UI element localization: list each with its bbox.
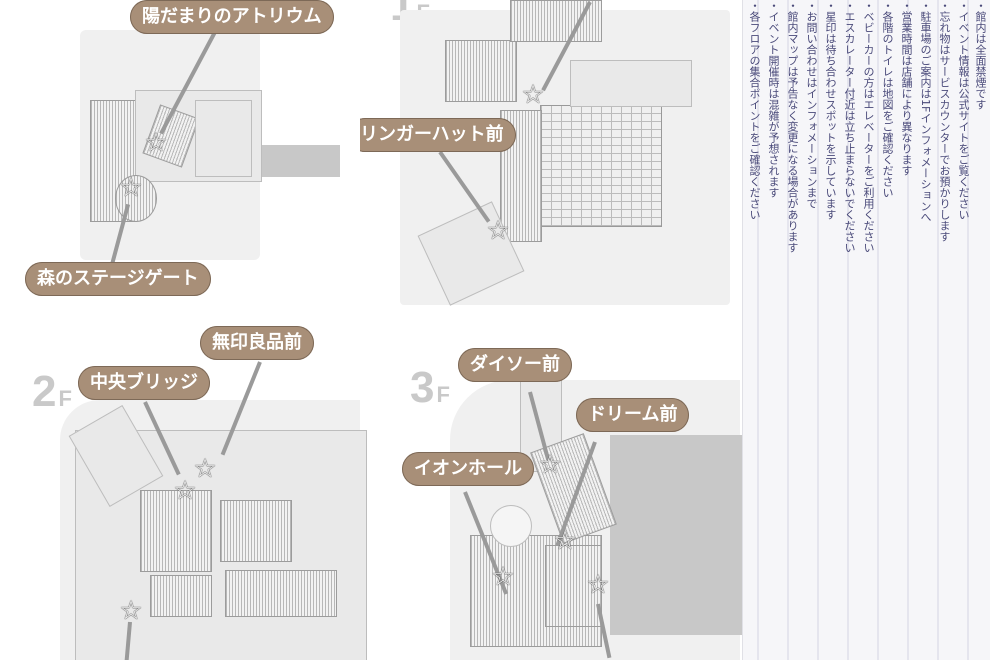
map-building-block xyxy=(262,145,340,177)
sidebar-text-column: ・星印は待ち合わせスポットを示しています xyxy=(824,0,837,220)
map-panel-3f: 3F ☆ ☆ ☆ ☆ ダイソー前 ドリーム前 イオンホール xyxy=(380,320,742,660)
map-building-block xyxy=(445,40,517,102)
sidebar-text-column: ・ベビーカーの方はエレベーターをご利用ください xyxy=(862,0,875,253)
spot-label-forest-gate[interactable]: 森のステージゲート xyxy=(25,262,211,296)
meeting-spot-star-icon[interactable]: ☆ xyxy=(491,562,515,592)
map-building-block xyxy=(195,100,252,177)
sidebar-text-column: ・イベント情報は公式サイトをご覧ください xyxy=(957,0,970,220)
meeting-spot-star-icon[interactable]: ☆ xyxy=(193,454,217,484)
meeting-spot-star-icon[interactable]: ☆ xyxy=(553,526,577,556)
map-building-block xyxy=(490,505,532,547)
info-sidebar: ・各フロアの集合ポイントをご確認ください ・イベント開催時は混雑が予想されます … xyxy=(742,0,990,660)
sidebar-text-column: ・館内マップは予告なく変更になる場合があります xyxy=(786,0,799,253)
spot-label-ringer-hut[interactable]: リンガーハット前 xyxy=(360,118,516,152)
spot-label-daiso[interactable]: ダイソー前 xyxy=(458,348,572,382)
map-building-block xyxy=(150,575,212,617)
spot-label-aeon-hall[interactable]: イオンホール xyxy=(402,452,534,486)
map-building-block xyxy=(220,500,292,562)
map-building-block xyxy=(540,105,662,227)
map-building-block xyxy=(140,490,212,572)
meeting-spot-star-icon[interactable]: ☆ xyxy=(119,173,143,203)
sidebar-text-column: ・イベント開催時は混雑が予想されます xyxy=(767,0,780,198)
map-building-block xyxy=(610,435,742,635)
map-panel-ground: ☆ ☆ 陽だまりのアトリウム 森のステージゲート xyxy=(0,0,360,320)
meeting-spot-star-icon[interactable]: ☆ xyxy=(144,128,168,158)
meeting-spot-star-icon[interactable]: ☆ xyxy=(486,216,510,246)
map-building-block xyxy=(225,570,337,617)
meeting-spot-star-icon[interactable]: ☆ xyxy=(173,476,197,506)
floor-label-2f: 2F xyxy=(32,367,72,416)
sidebar-text-column: ・お問い合わせはインフォメーションまで xyxy=(805,0,818,209)
sidebar-text-column: ・各フロアの集合ポイントをご確認ください xyxy=(748,0,761,220)
map-building-block xyxy=(570,60,692,107)
map-panel-2f: 2F ☆ ☆ ☆ 中央ブリッジ 無印良品前 xyxy=(0,320,380,660)
spot-label-atrium[interactable]: 陽だまりのアトリウム xyxy=(130,0,334,34)
sidebar-text-column: ・駐車場のご案内は1Fインフォメーションへ xyxy=(919,0,932,223)
map-panel-1f: 1F ☆ ☆ リンガーハット前 xyxy=(360,0,740,320)
meeting-spot-star-icon[interactable]: ☆ xyxy=(586,570,610,600)
spot-label-dream[interactable]: ドリーム前 xyxy=(576,398,690,432)
meeting-spot-star-icon[interactable]: ☆ xyxy=(119,596,143,626)
sidebar-text-column: ・営業時間は店舗により異なります xyxy=(900,0,913,176)
meeting-spot-star-icon[interactable]: ☆ xyxy=(521,80,545,110)
floor-label-3f: 3F xyxy=(410,363,450,412)
spot-label-muji[interactable]: 無印良品前 xyxy=(200,326,314,360)
sidebar-text-column: ・館内は全面禁煙です xyxy=(974,0,987,110)
map-building-block xyxy=(115,175,157,222)
sidebar-text-column: ・忘れ物はサービスカウンターでお預かりします xyxy=(938,0,951,242)
sidebar-text-column: ・各階のトイレは地図をご確認ください xyxy=(881,0,894,198)
spot-label-central-bridge[interactable]: 中央ブリッジ xyxy=(78,366,210,400)
map-building-block xyxy=(545,545,602,627)
meeting-spot-star-icon[interactable]: ☆ xyxy=(538,450,562,480)
sidebar-text-column: ・エスカレーター付近は立ち止まらないでください xyxy=(843,0,856,253)
